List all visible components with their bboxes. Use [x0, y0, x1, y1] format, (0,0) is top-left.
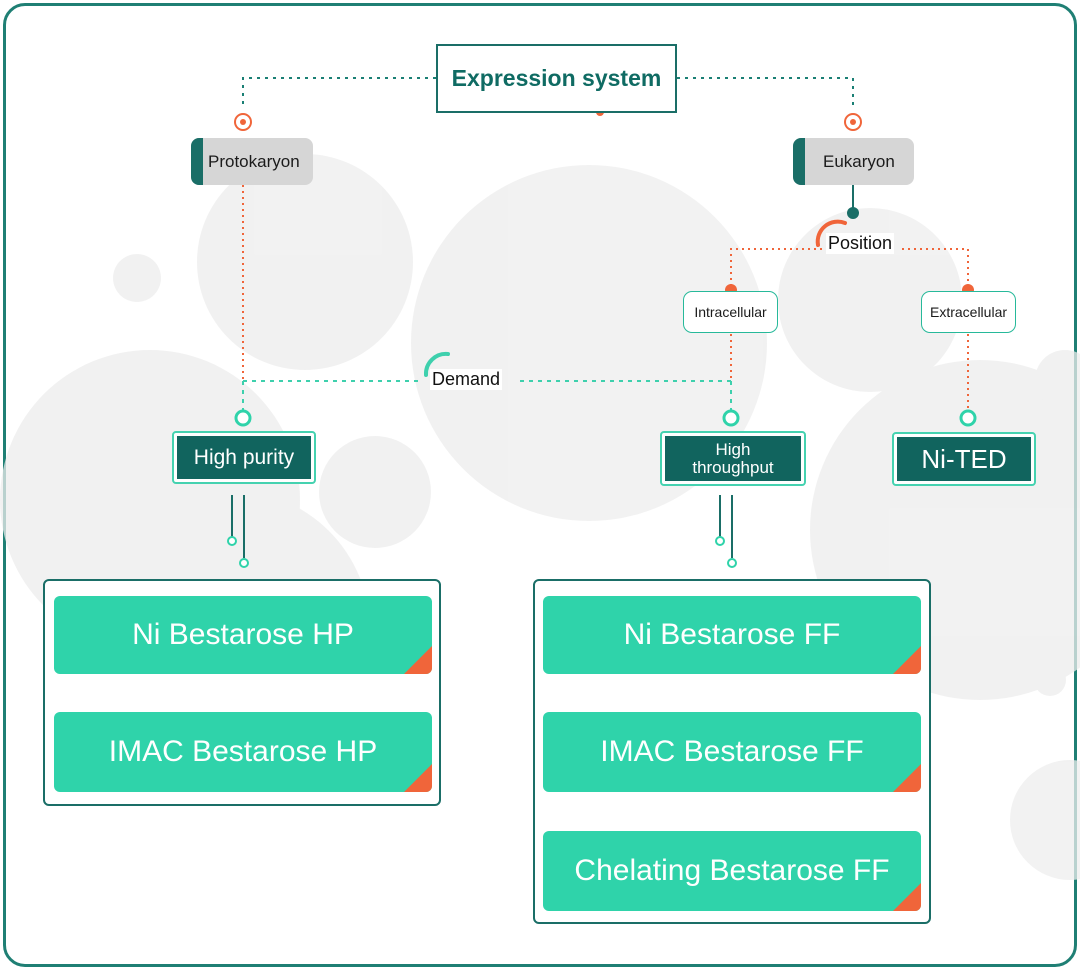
corner-accent [404, 764, 432, 792]
product-ni-bestarose-hp[interactable]: Ni Bestarose HP [54, 596, 432, 674]
high-throughput-node: High throughput [660, 431, 806, 486]
corner-accent [893, 883, 921, 911]
product-label: IMAC Bestarose HP [108, 735, 378, 768]
product-label: Ni Bestarose FF [623, 618, 841, 651]
product-label: Ni Bestarose HP [132, 618, 354, 651]
product-label: Chelating Bestarose FF [574, 854, 890, 887]
intracellular-label: Intracellular [694, 304, 767, 320]
node-tab [191, 138, 203, 185]
high-purity-node: High purity [172, 431, 316, 484]
ni-ted-label: Ni-TED [921, 443, 1007, 474]
product-imac-bestarose-hp[interactable]: IMAC Bestarose HP [54, 712, 432, 792]
eukaryon-node: Eukaryon [793, 138, 914, 185]
ni-ted-node: Ni-TED [892, 432, 1036, 486]
corner-accent [893, 764, 921, 792]
product-ni-bestarose-ff[interactable]: Ni Bestarose FF [543, 596, 921, 674]
eukaryon-label: Eukaryon [823, 151, 895, 171]
title-text: Expression system [451, 65, 662, 91]
protokaryon-label: Protokaryon [208, 151, 300, 171]
high-purity-label: High purity [193, 445, 295, 469]
extracellular-node: Extracellular [921, 291, 1016, 333]
intracellular-node: Intracellular [683, 291, 778, 333]
product-label: IMAC Bestarose FF [600, 735, 864, 768]
node-tab [793, 138, 805, 185]
protokaryon-node: Protokaryon [191, 138, 313, 185]
corner-accent [893, 646, 921, 674]
product-imac-bestarose-ff[interactable]: IMAC Bestarose FF [543, 712, 921, 792]
high-throughput-label: High throughput [692, 439, 774, 477]
demand-label: Demand [430, 369, 503, 390]
product-chelating-bestarose-ff[interactable]: Chelating Bestarose FF [543, 831, 921, 911]
corner-accent [404, 646, 432, 674]
extracellular-label: Extracellular [929, 304, 1008, 320]
position-label: Position [826, 233, 895, 254]
title-node: Expression system [436, 44, 677, 113]
